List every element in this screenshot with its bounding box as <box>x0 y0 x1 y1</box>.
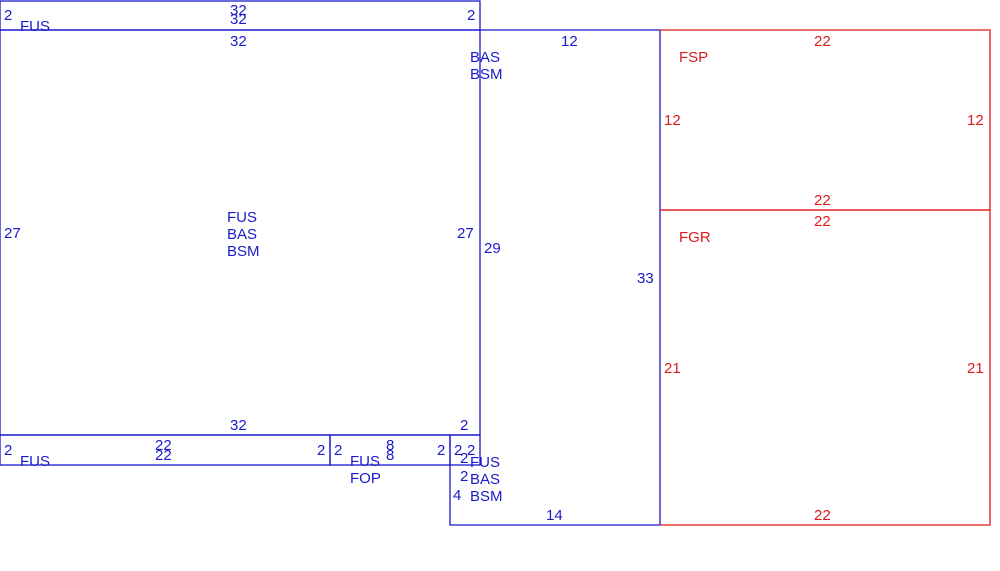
red-outlines <box>660 29 991 526</box>
right-block-code-bottom-3: BSM <box>470 488 503 505</box>
main-room-code-3: BSM <box>227 243 260 260</box>
fgr-room-dim-right: 21 <box>967 360 984 377</box>
bottom-mid-dim-bottom: 8 <box>386 447 394 464</box>
bottom-mid-dim-right: 2 <box>437 442 445 459</box>
fgr-room-dim-left: 21 <box>664 360 681 377</box>
top-strip-dim-top: 32 <box>230 2 247 19</box>
bottom-left-dim-right: 2 <box>317 442 325 459</box>
bottom-left-dim-left: 2 <box>4 442 12 459</box>
fsp-room-dim-right: 12 <box>967 112 984 129</box>
right-block-dim-left: 29 <box>484 240 501 257</box>
main-room-code-1: FUS <box>227 209 257 226</box>
bottom-mid-dim-left: 2 <box>334 442 342 459</box>
bottom-small-dim-c: 2 <box>460 450 468 467</box>
bottom-left-dim-top: 22 <box>155 437 172 454</box>
bottom-mid-dim-top: 8 <box>386 437 394 454</box>
bottom-small-outline <box>449 434 481 466</box>
top-strip-code: FUS <box>20 18 50 35</box>
main-room-dim-top: 32 <box>230 33 247 50</box>
main-room-dim-right: 27 <box>457 225 474 242</box>
top-strip-dim-right: 2 <box>467 7 475 24</box>
bottom-left-code: FUS <box>20 453 50 470</box>
bottom-small-dim-d: 2 <box>460 468 468 485</box>
fgr-room-code: FGR <box>679 229 711 246</box>
bottom-small-dim-a: 2 <box>454 442 462 459</box>
fsp-room-outline <box>660 29 991 211</box>
main-room-dim-bottom: 32 <box>230 417 247 434</box>
right-block-dim-top: 12 <box>561 33 578 50</box>
main-room-code-2: BAS <box>227 226 257 243</box>
bottom-left-dim-bottom: 22 <box>155 447 172 464</box>
main-room-dim-left: 27 <box>4 225 21 242</box>
bottom-mid-code-2: FOP <box>350 470 381 487</box>
fgr-room-dim-bottom: 22 <box>814 507 831 524</box>
right-block-dim-bottom: 14 <box>546 507 563 524</box>
right-block-code-top-1: BAS <box>470 49 500 66</box>
fgr-room-outline <box>660 209 991 526</box>
right-block-code-top-2: BSM <box>470 66 503 83</box>
right-block-outline <box>449 29 661 526</box>
blue-outlines <box>0 0 661 526</box>
fsp-room-dim-top: 22 <box>814 33 831 50</box>
fsp-room-dim-left: 12 <box>664 112 681 129</box>
bottom-small-dim-b: 2 <box>467 442 475 459</box>
top-strip-dim-left: 2 <box>4 7 12 24</box>
right-block-code-bottom-2: BAS <box>470 471 500 488</box>
fgr-room-dim-top: 22 <box>814 213 831 230</box>
bottom-small-dim-e: 4 <box>453 487 461 504</box>
fsp-room-dim-bottom: 22 <box>814 192 831 209</box>
bottom-mid-code-1: FUS <box>350 453 380 470</box>
right-block-code-bottom-1: FUS <box>470 454 500 471</box>
main-room-dim-corner: 2 <box>460 417 468 434</box>
fsp-room-code: FSP <box>679 49 708 66</box>
right-block-dim-right: 33 <box>637 270 654 287</box>
top-strip-dim-top-inner: 32 <box>230 11 247 28</box>
